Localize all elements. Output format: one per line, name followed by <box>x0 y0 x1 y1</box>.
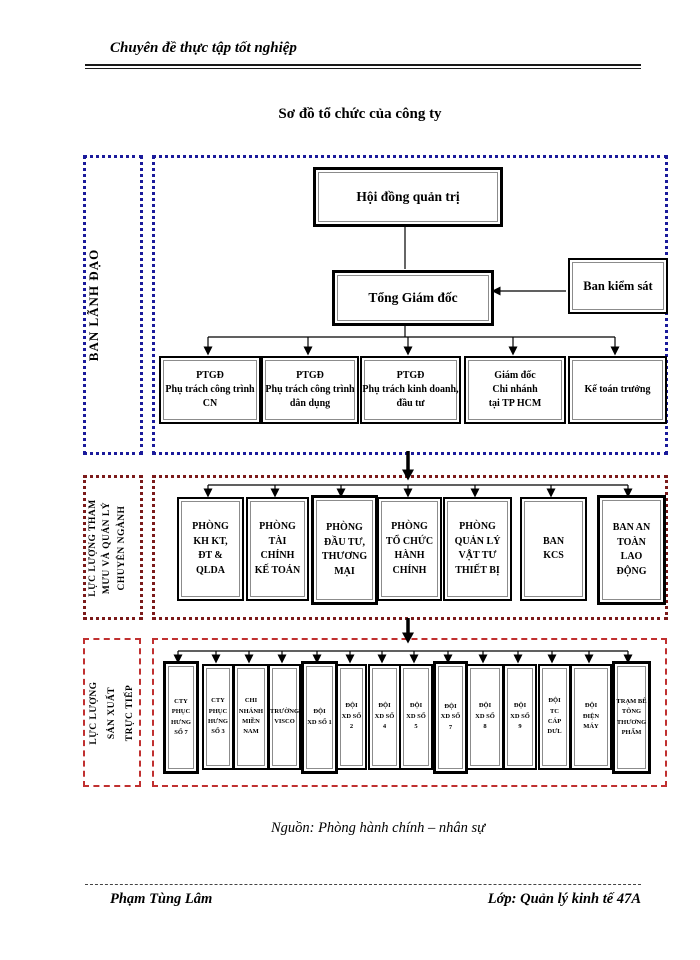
org-box-executive: PTGĐ Phụ trách công trình CN <box>159 356 261 424</box>
source-caption: Nguồn: Phòng hành chính – nhân sự <box>270 820 486 836</box>
section-production-label: LỰC LƯỢNG SẢN XUẤT TRỰC TIẾP <box>89 680 136 745</box>
org-box-production-unit: CTY PHỤC HƯNG SỐ 3 <box>202 664 234 770</box>
org-box-production-unit: TRẠM BÊ TÔNG THƯƠNG PHẨM <box>612 661 651 774</box>
org-box-department: PHÒNG ĐẦU TƯ, THƯƠNG MẠI <box>311 495 378 605</box>
org-box-production-unit: ĐỘI XD SỐ 5 <box>399 664 433 770</box>
org-box-production-unit: ĐỘI XD SỐ 8 <box>466 664 504 770</box>
document-footer: Phạm Tùng Lâm Lớp: Quản lý kinh tế 47A <box>85 891 641 908</box>
org-box-production-unit: ĐỘI XD SỐ 9 <box>503 664 537 770</box>
footer-class: Lớp: Quản lý kinh tế 47A <box>487 891 641 907</box>
org-box-executive: PTGĐ Phụ trách công trình dân dụng <box>261 356 359 424</box>
org-box-department: BAN AN TOÀN LAO ĐỘNG <box>597 495 666 605</box>
section-leadership-label-box: BAN LÃNH ĐẠO <box>83 155 143 455</box>
figure-title: Sơ đồ tổ chức của công ty <box>278 106 442 122</box>
org-box-production-unit: CHI NHÁNH MIỀN NAM <box>233 664 269 770</box>
org-box-executive: Kế toán trưởng <box>568 356 667 424</box>
org-box-executive: Giám đốc Chi nhánh tại TP HCM <box>464 356 566 424</box>
section-leadership-label: BAN LÃNH ĐẠO <box>86 248 101 362</box>
org-box-department: PHÒNG KH KT, ĐT & QLDA <box>177 497 244 601</box>
footer-author: Phạm Tùng Lâm <box>110 891 213 907</box>
section-advisory-label: LỰC LƯỢNG THAM MƯU VÀ QUẢN LÝ CHUYÊN NGÀ… <box>88 498 127 597</box>
document-header-text: Chuyên đề thực tập tốt nghiệp <box>110 40 297 56</box>
header-double-rule <box>85 64 641 69</box>
org-box-production-unit: CTY PHỤC HƯNG SỐ 7 <box>163 661 199 774</box>
footer-rule <box>85 884 641 885</box>
org-box-department: PHÒNG TÀI CHÍNH KẾ TOÁN <box>246 497 309 601</box>
org-box-production-unit: ĐỘI XD SỐ 1 <box>301 661 338 774</box>
org-box-production-unit: ĐỘI ĐIỆN MÁY <box>570 664 612 770</box>
org-box-board: Hội đồng quản trị <box>313 167 503 227</box>
org-box-production-unit: ĐỘI XD SỐ 2 <box>336 664 367 770</box>
org-box-department: PHÒNG TỔ CHỨC HÀNH CHÍNH <box>377 497 442 601</box>
org-box-department: BAN KCS <box>520 497 587 601</box>
org-box-supervisory-board: Ban kiểm sát <box>568 258 668 314</box>
org-box-production-unit: ĐỘI XD SỐ 4 <box>368 664 401 770</box>
org-box-production-unit: ĐỘI XD SỐ 7 <box>433 661 468 774</box>
org-box-ceo: Tổng Giám đốc <box>332 270 494 326</box>
org-box-department: PHÒNG QUẢN LÝ VẬT TƯ THIẾT BỊ <box>443 497 512 601</box>
org-box-production-unit: ĐỘI TC CÁP DƯL <box>538 664 571 770</box>
org-box-production-unit: TRƯỜNG VISCO <box>268 664 301 770</box>
section-advisory-label-box: LỰC LƯỢNG THAM MƯU VÀ QUẢN LÝ CHUYÊN NGÀ… <box>83 475 143 620</box>
org-box-executive: PTGĐ Phụ trách kinh doanh, đầu tư <box>360 356 461 424</box>
section-production-label-box: LỰC LƯỢNG SẢN XUẤT TRỰC TIẾP <box>83 638 141 787</box>
